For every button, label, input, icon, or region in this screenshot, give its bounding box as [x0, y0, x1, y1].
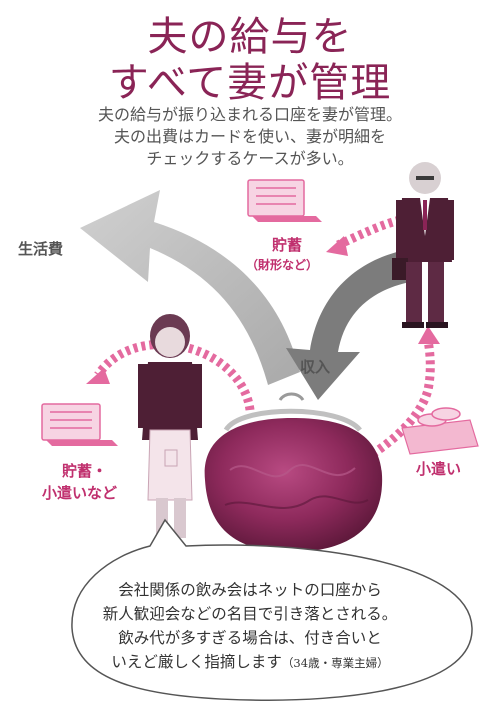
living-expenses-label: 生活費 [18, 240, 64, 258]
savings-husband-note: （財形など） [246, 258, 319, 272]
subtitle-line-2: 夫の出費はカードを使い、妻が明細を [113, 127, 386, 146]
subtitle-line-1: 夫の給与が振り込まれる口座を妻が管理。 [97, 105, 402, 124]
quote-line-3: 飲み代が多すぎる場合は、付き合いと [118, 629, 382, 647]
title-line-1: 夫の給与を [147, 14, 353, 60]
income-label: 収入 [300, 358, 331, 376]
coin-purse-icon [204, 392, 383, 552]
quote-attribution: （34歳・専業主婦） [281, 656, 389, 670]
subtitle-line-3: チェックするケースが多い。 [146, 149, 354, 168]
wife-figure-icon [138, 314, 202, 538]
arrowhead-allowance [418, 326, 440, 344]
income-arrow [286, 250, 410, 400]
allowance-label: 小遣い [416, 460, 462, 478]
title-line-2: すべて妻が管理 [108, 60, 392, 106]
husband-figure-icon [392, 162, 454, 328]
savings-wife-label-line2: 小遣いなど [42, 484, 118, 502]
quote-text: いえど厳しく指摘します [111, 653, 282, 671]
arrowhead-wife [86, 368, 110, 384]
quote-line-2: 新人歓迎会などの名目で引き落とされる。 [102, 605, 398, 623]
quote-line-4: いえど厳しく指摘します（34歳・専業主婦） [0, 650, 500, 672]
coins-icon [401, 407, 479, 455]
passbook-icon [41, 403, 118, 446]
speech-bubble [71, 518, 473, 701]
savings-husband-label: 貯蓄 [272, 236, 303, 254]
quote-line-1: 会社関係の飲み会はネットの口座から [118, 581, 382, 599]
arrowhead-savings [326, 236, 348, 256]
living-expenses-arrow [80, 190, 300, 385]
passbook-icon [247, 179, 322, 222]
savings-wife-label-line1: 貯蓄・ [62, 462, 108, 480]
